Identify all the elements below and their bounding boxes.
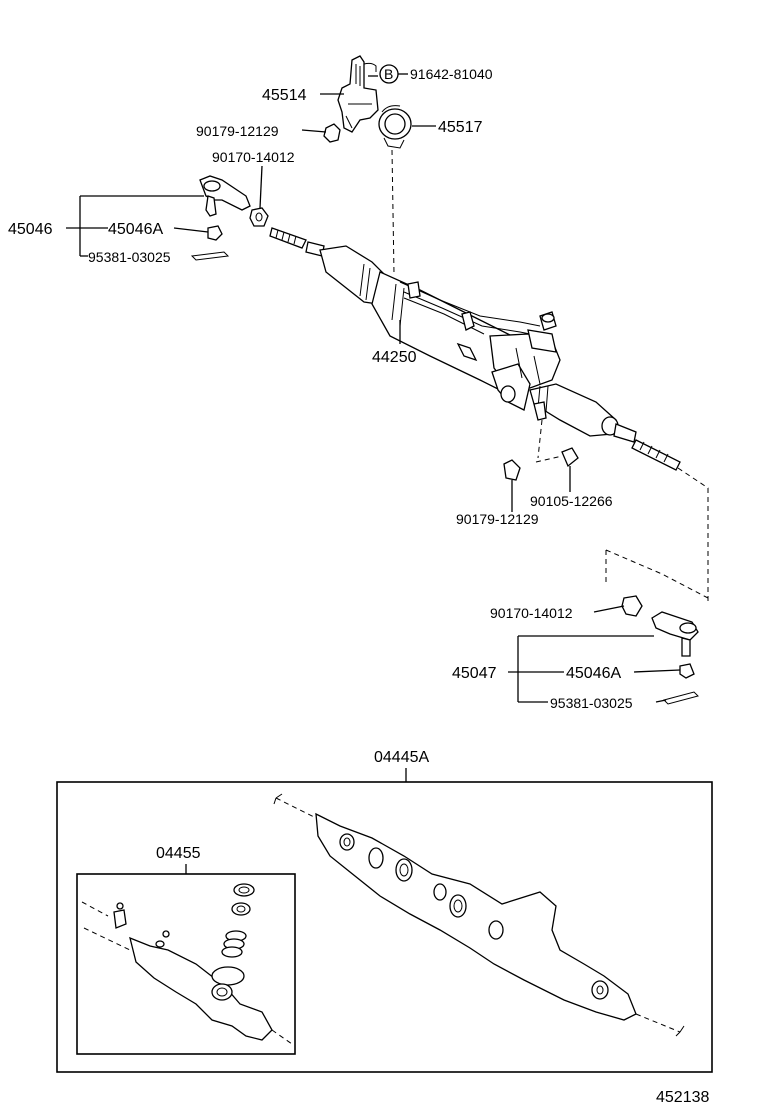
label-90170-14012-bottom: 90170-14012 <box>490 605 573 621</box>
kit-box-04455 <box>76 873 296 1055</box>
label-95381-03025-top: 95381-03025 <box>88 249 171 265</box>
label-90105-12266: 90105-12266 <box>530 493 613 509</box>
bolt-90105 <box>535 447 579 468</box>
tie-rod-end-45047 <box>651 611 699 657</box>
nut-45046A-bottom <box>679 663 695 679</box>
label-45047: 45047 <box>452 665 497 682</box>
tie-rod-end-45046 <box>199 175 251 217</box>
nut-45046A-top <box>207 225 223 241</box>
diagram-id: 452138 <box>656 1089 709 1106</box>
bracket-45514 <box>337 55 379 133</box>
cotter-pin-95381-top <box>190 251 230 261</box>
clamp-ring-45517 <box>378 105 412 149</box>
kit-box-04445A <box>56 781 713 1073</box>
label-90179-12129-top: 90179-12129 <box>196 123 279 139</box>
label-04445A: 04445A <box>374 749 429 766</box>
label-45517: 45517 <box>438 119 483 136</box>
lock-nut-90170-bottom <box>621 595 643 617</box>
label-90179-12129-bottom: 90179-12129 <box>456 511 539 527</box>
label-95381-03025-bottom: 95381-03025 <box>550 695 633 711</box>
lock-nut-90170-top <box>249 207 269 227</box>
callout-circle-b <box>379 64 399 84</box>
steering-rack-44250 <box>269 227 681 471</box>
label-45046A-top: 45046A <box>108 221 163 238</box>
bolt-90179-bottom <box>503 459 521 481</box>
cotter-pin-95381-bottom <box>663 691 699 705</box>
rack-housing-kit-part <box>273 793 685 1037</box>
label-45514: 45514 <box>262 87 307 104</box>
bolt-90179-top <box>323 123 341 143</box>
label-44250: 44250 <box>372 349 417 366</box>
label-circle-b: B <box>384 66 393 82</box>
valve-seal-kit-part <box>81 883 293 1045</box>
label-04455: 04455 <box>156 845 201 862</box>
label-91642-81040: 91642-81040 <box>410 66 493 82</box>
label-45046A-bottom: 45046A <box>566 665 621 682</box>
label-45046: 45046 <box>8 221 53 238</box>
label-90170-14012-top: 90170-14012 <box>212 149 295 165</box>
